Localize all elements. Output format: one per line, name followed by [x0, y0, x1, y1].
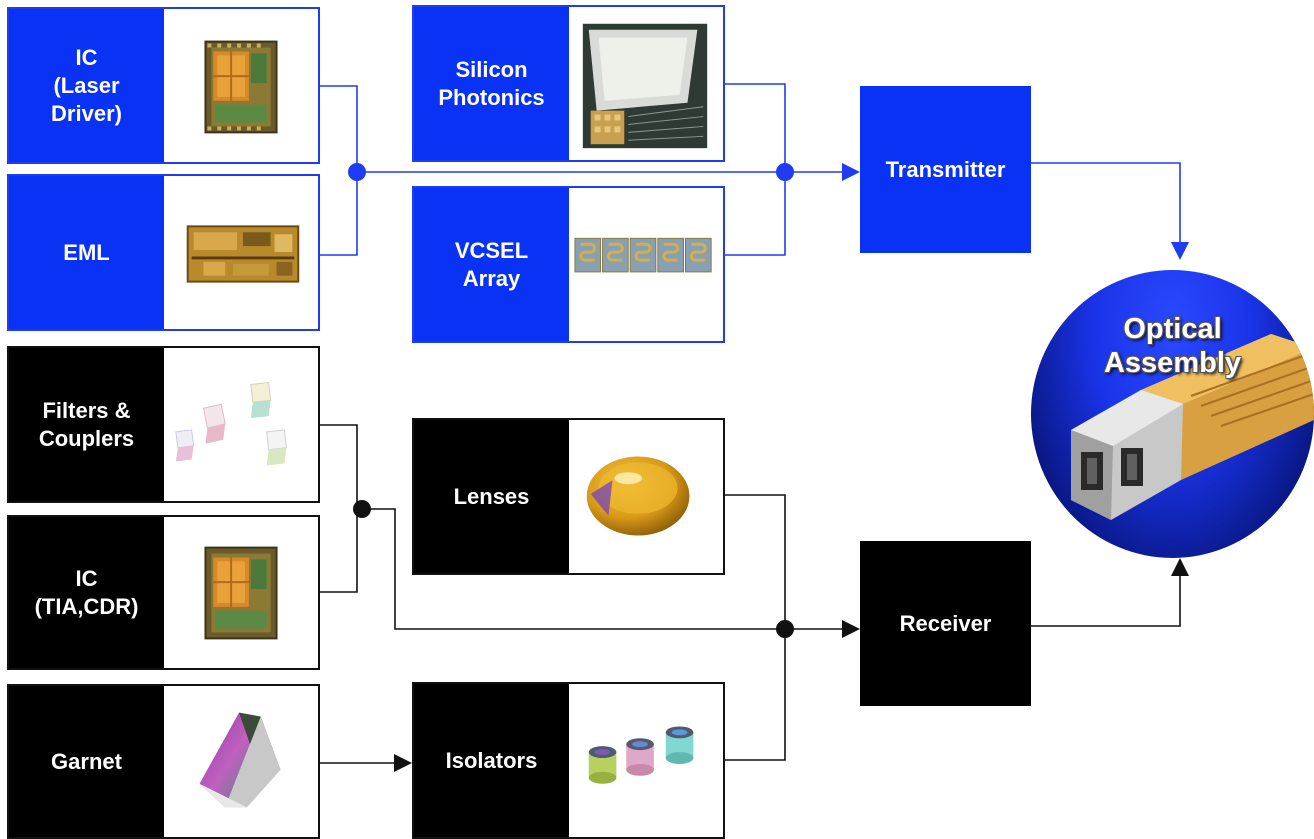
- filters-couplers-block: Filters & Couplers: [7, 346, 320, 503]
- ic-tia-cdr-block: IC (TIA,CDR): [7, 515, 320, 670]
- lens-icon: [569, 420, 723, 573]
- wire-filters: [320, 424, 358, 509]
- garnet-prism-icon: [164, 686, 318, 837]
- garnet-block: Garnet: [7, 684, 320, 839]
- wire-tx-to-optical: [1031, 162, 1189, 260]
- wire-vcsel: [725, 172, 786, 256]
- wire-rx-to-optical: [1031, 558, 1189, 627]
- junction-tx-left: [348, 163, 366, 181]
- lenses-block: Lenses: [412, 418, 725, 575]
- eml-chip-icon: [164, 176, 318, 329]
- receiver-node: Receiver: [860, 541, 1031, 706]
- block-label: Lenses: [414, 420, 569, 573]
- ic-chip-icon: [164, 517, 318, 668]
- wire-eml: [320, 172, 358, 256]
- wire-ic-laser: [320, 85, 358, 172]
- block-label: Isolators: [414, 684, 569, 837]
- optical-assembly-node: Optical Assembly: [1031, 270, 1314, 558]
- wire-rx-bus: [357, 508, 860, 638]
- wire-silicon-photonics: [725, 83, 786, 172]
- silicon-photonics-block: Silicon Photonics: [412, 5, 725, 162]
- block-label: VCSEL Array: [414, 188, 569, 341]
- junction-rx-left: [353, 500, 371, 518]
- transceiver-module-icon: [1071, 334, 1314, 520]
- transmitter-node: Transmitter: [860, 86, 1031, 253]
- filter-cubes-icon: [164, 348, 318, 501]
- junction-rx-right: [776, 620, 794, 638]
- ic-laser-driver-block: IC (Laser Driver): [7, 7, 320, 164]
- isolator-cylinders-icon: [569, 684, 723, 837]
- junction-tx-right: [776, 163, 794, 181]
- block-label: EML: [9, 176, 164, 329]
- wire-lenses: [725, 494, 786, 629]
- block-label: Filters & Couplers: [9, 348, 164, 501]
- eml-block: EML: [7, 174, 320, 331]
- wire-isolators: [725, 629, 786, 761]
- block-label: IC (Laser Driver): [9, 9, 164, 162]
- block-label: Garnet: [9, 686, 164, 837]
- block-label: Silicon Photonics: [414, 7, 569, 160]
- vcsel-array-block: VCSEL Array: [412, 186, 725, 343]
- ic-chip-icon: [164, 9, 318, 162]
- isolators-block: Isolators: [412, 682, 725, 839]
- silicon-photonics-chip-icon: [569, 7, 723, 160]
- vcsel-array-icon: [569, 188, 723, 341]
- wire-ic-tia: [320, 509, 358, 593]
- block-label: IC (TIA,CDR): [9, 517, 164, 668]
- optical-assembly-title: Optical Assembly: [1103, 313, 1241, 379]
